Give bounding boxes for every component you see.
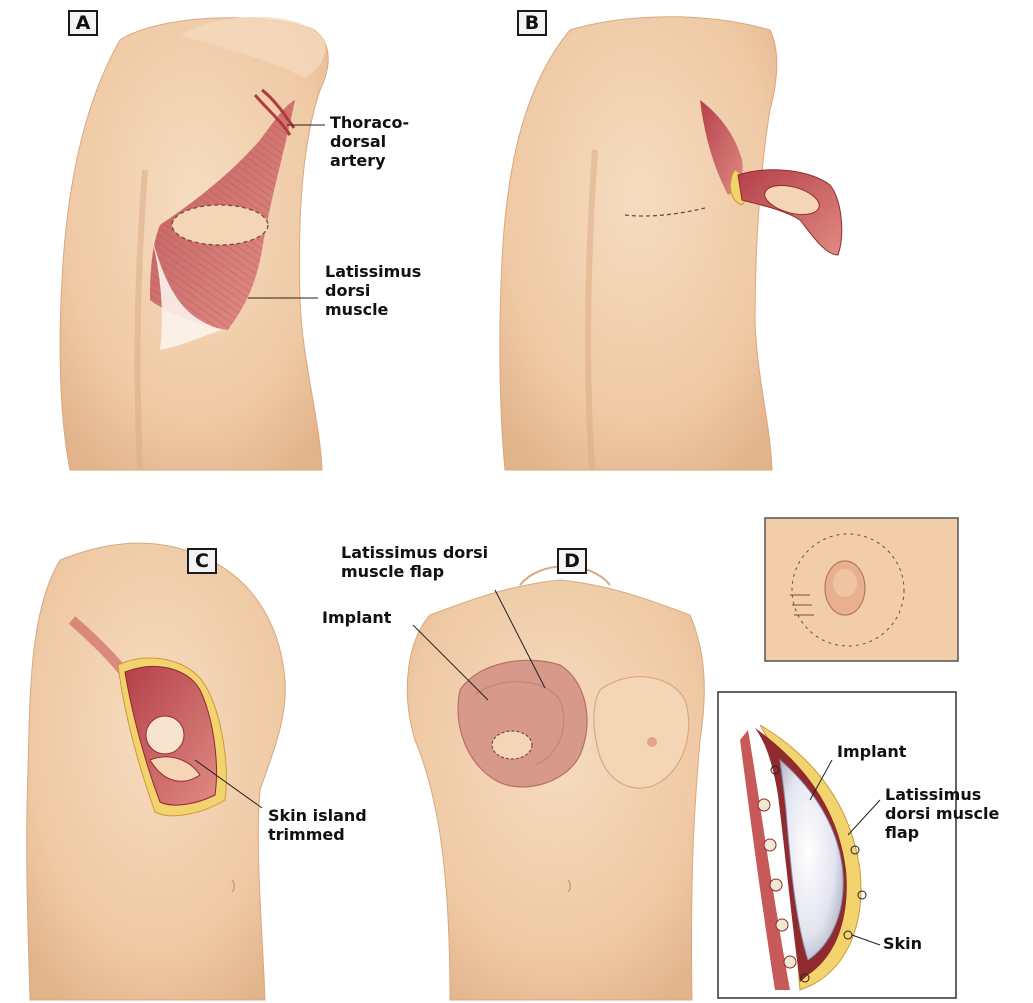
label-latissimus-dorsi-muscle: Latissimus dorsi muscle — [325, 262, 421, 319]
panel-c-implant — [146, 716, 184, 754]
panel-d-figure — [407, 566, 704, 1000]
panel-b-tag: B — [517, 10, 547, 36]
panel-a-skin-island — [172, 205, 268, 245]
inset-nipple-tip — [833, 569, 857, 597]
label-d-implant: Implant — [322, 608, 391, 627]
section-rib-4 — [776, 919, 788, 931]
panel-a-figure — [60, 17, 328, 470]
panel-a-tag: A — [68, 10, 98, 36]
label-section-skin: Skin — [883, 934, 922, 953]
label-thoracodorsal-artery: Thoraco- dorsal artery — [330, 113, 409, 170]
label-latissimus-dorsi-muscle-flap: Latissimus dorsi muscle flap — [341, 543, 488, 581]
panel-d-torso — [407, 580, 704, 1000]
label-section-latissimus-flap: Latissimus dorsi muscle flap — [885, 785, 999, 842]
panel-b-torso — [500, 17, 777, 470]
section-rib-3 — [770, 879, 782, 891]
label-skin-island-trimmed: Skin island trimmed — [268, 806, 367, 844]
label-section-implant: Implant — [837, 742, 906, 761]
section-rib-2 — [764, 839, 776, 851]
panel-d-nipple — [647, 737, 657, 747]
panel-c-tag: C — [187, 548, 217, 574]
section-rib-5 — [784, 956, 796, 968]
panel-d-tag: D — [557, 548, 587, 574]
section-rib-1 — [758, 799, 770, 811]
inset-nipple-closeup — [765, 518, 958, 661]
panel-b-figure — [500, 17, 842, 470]
panel-c-figure — [27, 543, 286, 1000]
panel-d-skin-paddle — [492, 731, 532, 759]
